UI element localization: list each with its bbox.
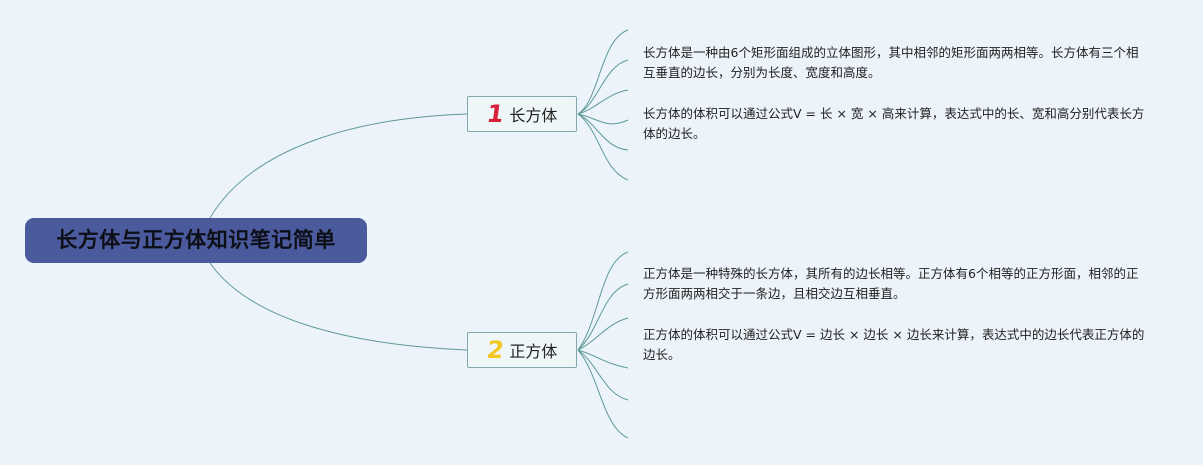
branch-cube-label: 正方体 <box>509 342 558 361</box>
leaf-cube-volume[interactable]: 正方体的体积可以通过公式V = 边长 × 边长 × 边长来计算，表达式中的边长代… <box>643 327 1145 362</box>
branch-1-fan <box>577 29 629 181</box>
branch-2-fan <box>577 251 629 439</box>
branch-cuboid[interactable]: 1 长方体 <box>467 96 577 132</box>
central-topic[interactable]: 长方体与正方体知识笔记简单 <box>25 218 367 263</box>
connector-root-branch-2 <box>209 262 468 351</box>
leaf-cuboid-definition[interactable]: 长方体是一种由6个矩形面组成的立体图形，其中相邻的矩形面两两相等。长方体有三个相… <box>643 45 1139 80</box>
leaf-cube-definition[interactable]: 正方体是一种特殊的长方体，其所有的边长相等。正方体有6个相等的正方形面，相邻的正… <box>643 266 1139 301</box>
number-1-marker: 1 <box>484 100 506 128</box>
leaf-cuboid-volume[interactable]: 长方体的体积可以通过公式V = 长 × 宽 × 高来计算，表达式中的长、宽和高分… <box>643 106 1145 141</box>
connector-root-branch-1 <box>209 113 468 219</box>
branch-cuboid-label: 长方体 <box>509 106 558 125</box>
branch-cube[interactable]: 2 正方体 <box>467 332 577 368</box>
number-2-marker: 2 <box>484 336 506 364</box>
